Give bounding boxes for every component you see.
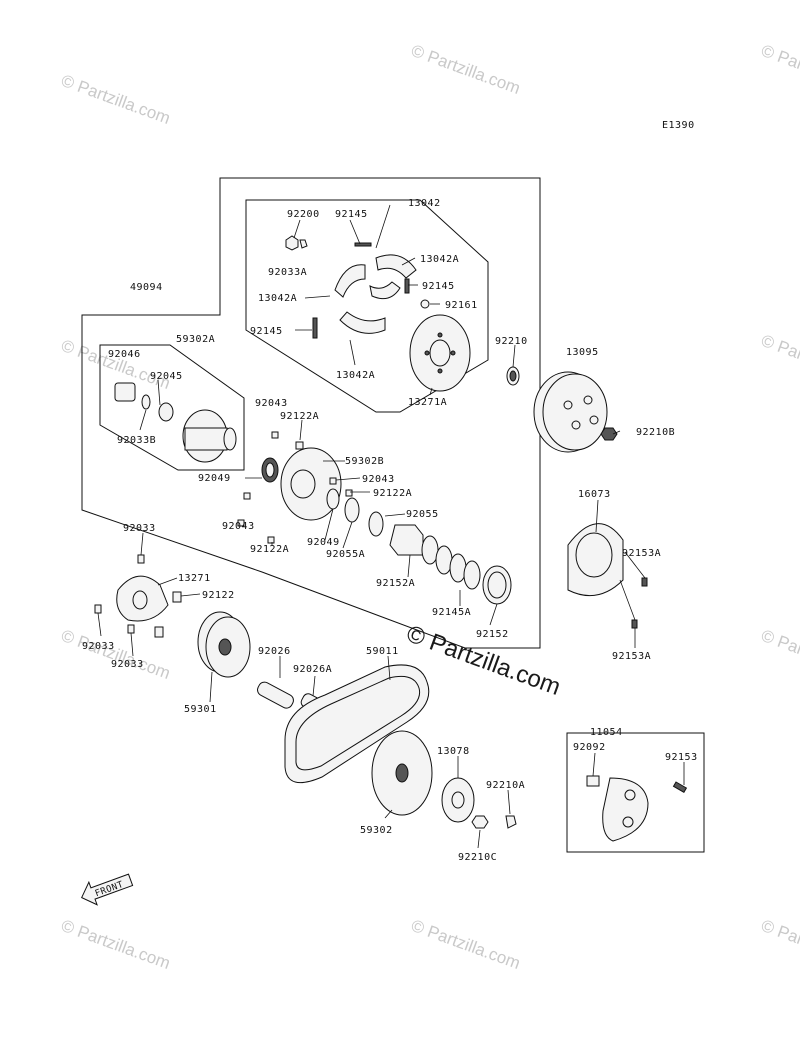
part-label: 92026A xyxy=(293,664,332,675)
nut-92210 xyxy=(506,366,520,386)
watermark: © Partzilla.com xyxy=(59,71,173,128)
part-label: 92055A xyxy=(326,549,365,560)
part-label: 13042 xyxy=(408,198,441,209)
drive-plate-13271A xyxy=(409,314,471,392)
clutch-housing-13095 xyxy=(533,371,618,453)
part-label: 16073 xyxy=(578,489,611,500)
part-label: 92210A xyxy=(486,780,525,791)
part-label: 92055 xyxy=(406,509,439,520)
clutch-shoe-group xyxy=(285,235,430,339)
part-label: 92045 xyxy=(150,371,183,382)
part-label: 92152 xyxy=(476,629,509,640)
part-label: 49094 xyxy=(130,282,163,293)
part-label: 92152A xyxy=(376,578,415,589)
part-label: 92210C xyxy=(458,852,497,863)
cover-parts-11054 xyxy=(586,775,688,842)
part-label: 92033 xyxy=(123,523,156,534)
pulley-parts-59302A xyxy=(114,382,237,463)
ramp-plate-13271 xyxy=(94,554,182,638)
part-label: 92122A xyxy=(250,544,289,555)
part-label: 92145 xyxy=(250,326,283,337)
watermark: © Partzilla.com xyxy=(409,41,523,98)
spring-collars xyxy=(368,511,512,605)
part-label: 92161 xyxy=(445,300,478,311)
part-label: 92210B xyxy=(636,427,675,438)
part-label: 92026 xyxy=(258,646,291,657)
part-label: 92049 xyxy=(198,473,231,484)
part-label: 92043 xyxy=(362,474,395,485)
part-label: 13078 xyxy=(437,746,470,757)
part-label: 92153 xyxy=(665,752,698,763)
leader-lines xyxy=(97,204,685,849)
part-label: 92043 xyxy=(255,398,288,409)
part-label: 92145A xyxy=(432,607,471,618)
watermark: © Partzilla.com xyxy=(59,916,173,973)
pulley-59301 xyxy=(197,611,251,678)
fan-pulley-59302 xyxy=(371,730,433,816)
part-label: 92046 xyxy=(108,349,141,360)
part-label: 92145 xyxy=(422,281,455,292)
part-label: 59011 xyxy=(366,646,399,657)
watermark-group: © Partzilla.com © Partzilla.com © Partzi… xyxy=(59,41,800,973)
assembly-outline-59302A xyxy=(99,344,245,471)
plate-13078 xyxy=(441,777,517,829)
watermark: © Partzilla.com xyxy=(759,626,800,683)
part-label: 92210 xyxy=(495,336,528,347)
part-label: 11054 xyxy=(590,727,623,738)
part-label: 92033 xyxy=(82,641,115,652)
part-label: 13042A xyxy=(336,370,375,381)
watermark: © Partzilla.com xyxy=(759,41,800,98)
diagram-code: E1390 xyxy=(662,120,695,131)
part-label: 92122A xyxy=(373,488,412,499)
assembly-outline-49094 xyxy=(81,177,541,649)
part-label: 92145 xyxy=(335,209,368,220)
part-label: 92033B xyxy=(117,435,156,446)
part-label: 13095 xyxy=(566,347,599,358)
belt-59011 xyxy=(284,664,430,784)
part-label: 92200 xyxy=(287,209,320,220)
part-label: 92122 xyxy=(202,590,235,601)
part-label: 92122A xyxy=(280,411,319,422)
watermark: © Partzilla.com xyxy=(409,916,523,973)
part-label: 13042A xyxy=(420,254,459,265)
part-label: 13042A xyxy=(258,293,297,304)
part-label: 92033A xyxy=(268,267,307,278)
part-label: 59301 xyxy=(184,704,217,715)
front-arrow: FRONT xyxy=(81,873,134,906)
part-label: 92049 xyxy=(307,537,340,548)
part-label: 92043 xyxy=(222,521,255,532)
part-label: 92092 xyxy=(573,742,606,753)
part-label: 92153A xyxy=(612,651,651,662)
part-label: 59302 xyxy=(360,825,393,836)
part-labels: 13042 92200 92145 92033A 13042A 92145 13… xyxy=(82,198,698,863)
part-label: 92153A xyxy=(622,548,661,559)
pulley-59302B xyxy=(237,431,360,544)
assembly-outline-11054 xyxy=(566,732,705,853)
part-label: 59302A xyxy=(176,334,215,345)
part-label: 13271 xyxy=(178,573,211,584)
part-label: 13271A xyxy=(408,397,447,408)
part-label: 92033 xyxy=(111,659,144,670)
watermark: © Partzilla.com xyxy=(759,916,800,973)
watermark: © Partzilla.com xyxy=(759,331,800,388)
part-label: 59302B xyxy=(345,456,384,467)
cover-plate-16073 xyxy=(567,523,648,629)
